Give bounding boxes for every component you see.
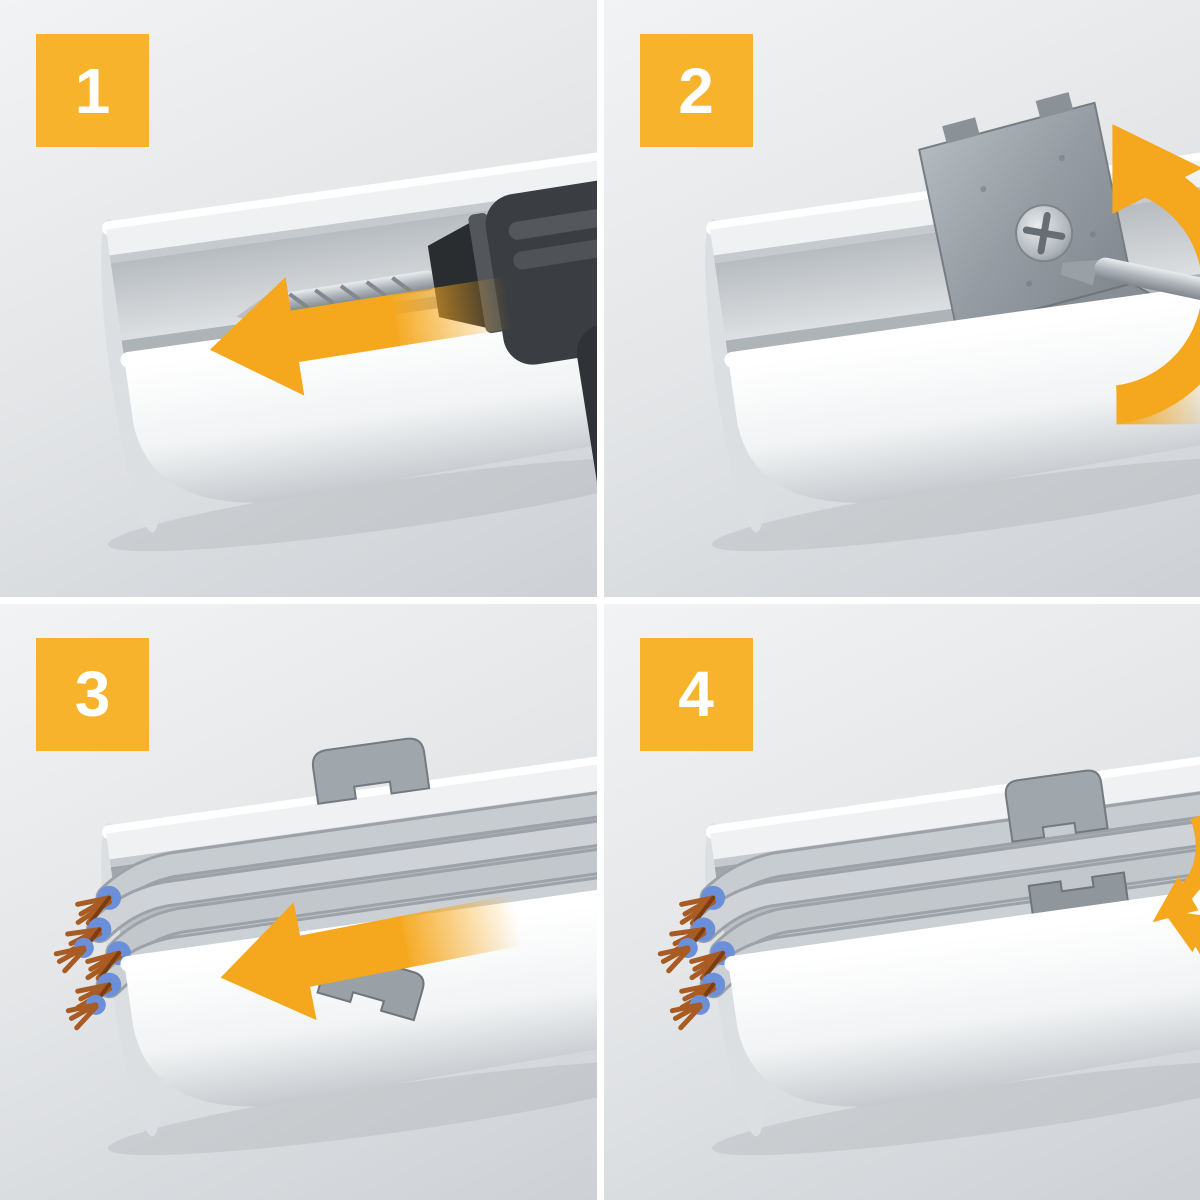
upper-cable-clip-icon [1004,769,1109,843]
step-3-illustration [53,737,597,1155]
snap-arrow-up-icon [1161,909,1200,955]
rotate-arrow-icon [1111,124,1200,425]
trunking-shadow [711,457,1200,552]
step-4-illustration [657,748,1200,1155]
stripped-wire-ends-icon [657,885,735,1030]
step-number-2: 2 [678,54,714,127]
trunking-channel [657,748,1200,1155]
screwdriver-icon [1059,257,1200,321]
panel-step-1: 1 [0,0,597,597]
screw-icon [1014,204,1073,263]
step-2-illustration [704,92,1200,552]
trunking-shadow [107,457,597,552]
step-badge-1: 1 [36,34,149,147]
panel-step-4: 4 [603,603,1200,1200]
trunking-shadow [711,1060,1200,1155]
direction-arrow-icon [209,276,513,396]
drill-body [485,165,597,365]
panel-step-3: 3 [0,603,597,1200]
step-badge-2: 2 [639,34,753,147]
step-number-1: 1 [74,54,111,127]
panel-step-2: 2 [603,0,1200,597]
stripped-wire-ends-icon [53,885,131,1030]
trunking-shadow [107,1060,597,1155]
step-badge-3: 3 [36,637,149,751]
cable-clip-on-rail-icon [311,737,431,805]
step-badge-4: 4 [639,637,753,751]
step-number-3: 3 [74,658,111,730]
direction-arrow-icon [220,893,523,1020]
step-number-4: 4 [678,658,714,730]
step-1-illustration [101,145,597,552]
